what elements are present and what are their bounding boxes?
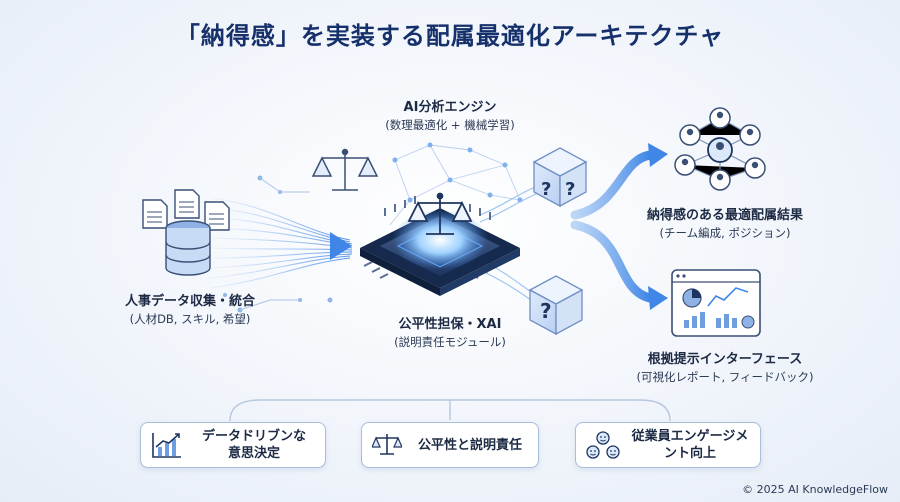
benefit-label: 公平性と説明責任 (417, 437, 522, 453)
evidence-title: 根拠提示インターフェース (647, 352, 803, 367)
question-mark-icon: ? (565, 179, 575, 200)
input-label: 人事データ収集・統合 (人材DB, スキル, 希望) (100, 290, 280, 327)
ai-engine-chip (360, 196, 520, 296)
scales-icon (372, 434, 402, 455)
document-lines (147, 201, 224, 225)
question-mark-icon: ? (540, 299, 552, 323)
fairness-title: 公平性担保・XAI (398, 317, 502, 332)
result-subtitle: (チーム編成, ポジション) (659, 226, 791, 240)
circuit-lines (239, 177, 310, 311)
result-title: 納得感のある最適配属結果 (646, 208, 803, 223)
ai-engine-subtitle: (数理最適化 + 機械学習) (385, 118, 515, 132)
question-mark-icon: ? (541, 179, 551, 200)
document-icon (142, 189, 230, 231)
result-label: 納得感のある最適配属結果 (チーム編成, ポジション) (625, 204, 825, 241)
bottom-connector (229, 399, 671, 422)
benefit-label: データドリブンな 意思決定 (201, 429, 306, 461)
evidence-subtitle: (可視化レポート, フィードバック) (636, 370, 814, 384)
fairness-subtitle: (説明責任モジュール) (394, 335, 506, 349)
chip-scales-icon (407, 192, 473, 235)
input-arrow (330, 232, 352, 260)
unknown-cube-icon (528, 275, 584, 336)
evidence-label: 根拠提示インターフェース (可視化レポート, フィードバック) (620, 348, 830, 385)
benefit-panel-engagement: 従業員エンゲージメ ント向上 (575, 422, 761, 468)
arrow-head-icon (648, 143, 668, 310)
smiley-group-icon (586, 431, 620, 459)
database-icon (165, 220, 211, 276)
copyright-text: © 2025 AI KnowledgeFlow (742, 483, 888, 496)
page-title: 「納得感」を実装する配属最適化アーキテクチャ (175, 22, 725, 50)
ai-engine-title: AI分析エンジン (403, 100, 497, 115)
unknown-cube-icon (532, 147, 588, 208)
team-network-icon (674, 107, 766, 191)
growth-chart-icon (152, 433, 181, 458)
benefit-panel-data-driven: データドリブンな 意思決定 (140, 422, 326, 468)
benefit-label: 従業員エンゲージメ ント向上 (631, 429, 749, 461)
dashboard-report-icon (671, 269, 761, 337)
network-nodes (392, 142, 523, 203)
scales-icon (311, 148, 379, 191)
benefit-panel-fairness: 公平性と説明責任 (361, 422, 539, 468)
input-title: 人事データ収集・統合 (124, 294, 255, 309)
ai-engine-label: AI分析エンジン (数理最適化 + 機械学習) (350, 96, 550, 133)
fairness-label: 公平性担保・XAI (説明責任モジュール) (360, 313, 540, 350)
input-subtitle: (人材DB, スキル, 希望) (129, 312, 251, 326)
output-flow-arrows (570, 150, 655, 303)
